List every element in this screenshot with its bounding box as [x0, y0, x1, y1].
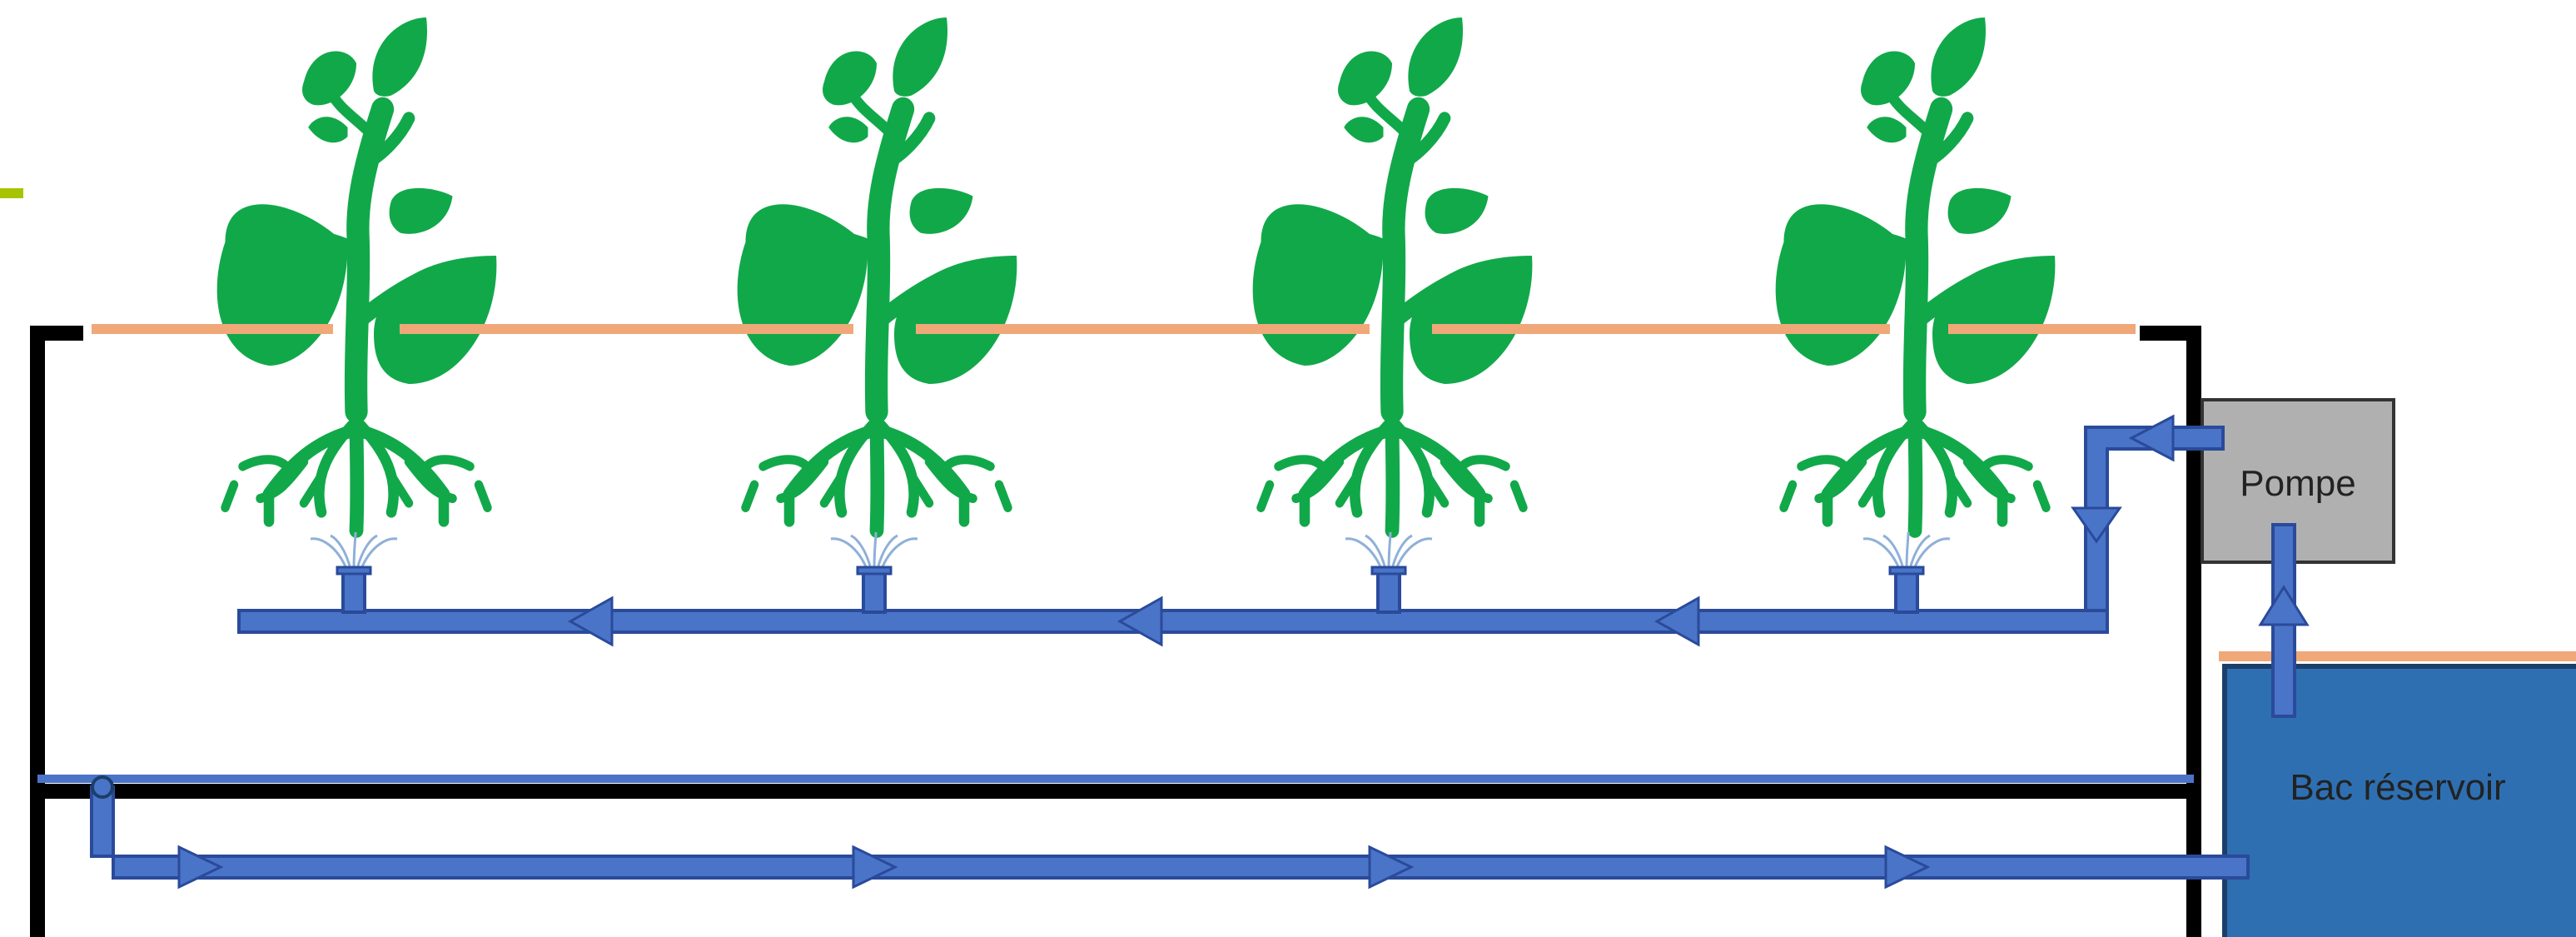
pump: Pompe: [2201, 398, 2395, 564]
growing-tank: [30, 324, 2201, 937]
reservoir-label: Bac réservoir: [2290, 767, 2505, 808]
arrow-up-icon: [2258, 585, 2310, 626]
plant-icon: [217, 17, 497, 531]
accent-mark: [0, 188, 23, 198]
spray-nozzle-icon: [1344, 531, 1434, 614]
arrow-right-icon: [1884, 845, 1931, 890]
arrow-left-icon: [1654, 596, 1700, 647]
arrow-right-icon: [177, 845, 224, 890]
sprayers: [309, 531, 1952, 614]
pump-box: [2201, 398, 2395, 564]
arrow-right-icon: [1368, 845, 1415, 890]
plant-icon: [1776, 17, 2056, 531]
plant-icon: [1253, 17, 1533, 531]
tank-wall-right: [2140, 326, 2201, 937]
spray-nozzle-icon: [829, 531, 919, 614]
spray-manifold-pipe: [237, 609, 2109, 634]
arrow-left-icon: [1116, 596, 1163, 647]
spray-nozzle-icon: [1862, 531, 1952, 614]
plant-icon: [738, 17, 1017, 531]
drain-pipe: [90, 785, 2250, 880]
arrow-left-icon: [2128, 414, 2175, 462]
drain-outlet: [91, 775, 114, 799]
arrow-right-icon: [852, 845, 898, 890]
flow-arrows: [177, 414, 2310, 890]
arrow-left-icon: [567, 596, 614, 647]
pump-label: Pompe: [2240, 463, 2355, 504]
spray-nozzle-icon: [309, 531, 399, 614]
arrow-down-icon: [2071, 506, 2122, 544]
tank-wall: [30, 326, 83, 937]
pipes: [90, 426, 2296, 880]
plants: [217, 17, 2056, 531]
